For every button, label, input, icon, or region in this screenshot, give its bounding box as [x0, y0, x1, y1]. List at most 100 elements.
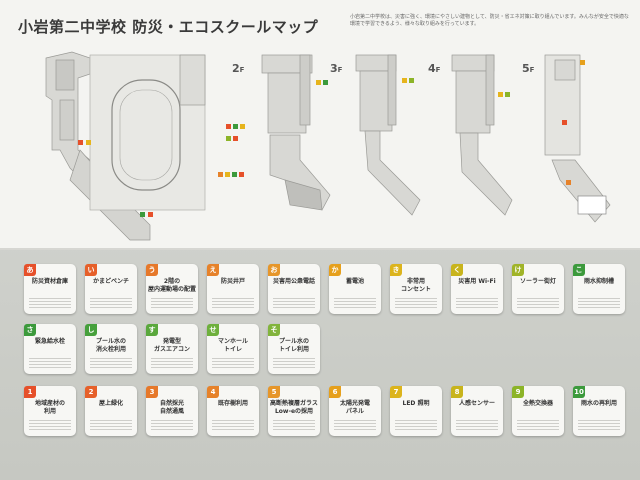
- card-description-lines: [517, 298, 559, 308]
- card-description-lines: [578, 298, 620, 308]
- card-badge: け: [512, 264, 524, 276]
- floor-2-plan: [261, 54, 331, 211]
- card-label: 発電型 ガスエアコン: [153, 338, 190, 353]
- map-markers: [78, 60, 585, 217]
- card-description-lines: [517, 420, 559, 430]
- card-label: 全熱交換器: [522, 400, 553, 407]
- card-label: 蓄電池: [345, 278, 364, 285]
- card-label: LED 照明: [402, 400, 430, 407]
- disaster-card-disaster_row2-2: す発電型 ガスエアコン: [146, 324, 198, 374]
- card-description-lines: [334, 298, 376, 308]
- card-description-lines: [90, 298, 132, 308]
- card-badge: う: [146, 264, 158, 276]
- card-label: 雨水抑制槽: [583, 278, 614, 285]
- card-badge: く: [451, 264, 463, 276]
- eco-card-eco_row-4: 5 高断熱複層ガラス Low-eの採用: [268, 386, 320, 436]
- card-description-lines: [395, 420, 437, 430]
- card-badge: 6: [329, 386, 341, 398]
- card-description-lines: [29, 358, 71, 368]
- card-label: かまどベンチ: [92, 278, 129, 285]
- card-badge: い: [85, 264, 97, 276]
- card-description-lines: [334, 420, 376, 430]
- card-badge: あ: [24, 264, 36, 276]
- card-description-lines: [151, 420, 193, 430]
- card-badge: 8: [451, 386, 463, 398]
- card-label: 災害用 Wi-Fi: [458, 278, 496, 285]
- disaster-card-disaster_row1-1: いかまどベンチ: [85, 264, 137, 314]
- card-description-lines: [273, 420, 315, 430]
- disaster-card-disaster_row1-3: え防災井戸: [207, 264, 259, 314]
- floor-label-3: 3F: [330, 62, 343, 75]
- card-label: 防災資材倉庫: [31, 278, 68, 285]
- card-badge: こ: [573, 264, 585, 276]
- map-board: 小岩第二中学校 防災・エコスクールマップ 小岩第二中学校は、災害に強く、環境にや…: [0, 0, 640, 250]
- floor-3-plan: [355, 54, 421, 216]
- card-label: ソーラー街灯: [519, 278, 556, 285]
- card-label: 人感センサー: [458, 400, 495, 407]
- card-description-lines: [29, 420, 71, 430]
- school-map: [45, 51, 611, 241]
- card-description-lines: [212, 420, 254, 430]
- card-badge: 10: [573, 386, 585, 398]
- card-badge: 7: [390, 386, 402, 398]
- card-label: 防災井戸: [220, 278, 245, 285]
- card-label: 2階の 屋内運動場の配置: [148, 278, 197, 293]
- card-badge: 2: [85, 386, 97, 398]
- card-description-lines: [273, 358, 315, 368]
- card-badge: そ: [268, 324, 280, 336]
- card-badge: 3: [146, 386, 158, 398]
- disaster-card-disaster_row1-9: こ雨水抑制槽: [573, 264, 625, 314]
- eco-card-eco_row-9: 10 雨水の再利用: [573, 386, 625, 436]
- card-label: 非常用 コンセント: [400, 278, 431, 293]
- card-description-lines: [151, 358, 193, 368]
- disaster-card-disaster_row1-6: き非常用 コンセント: [390, 264, 442, 314]
- eco-card-eco_row-5: 6 太陽光発電 パネル: [329, 386, 381, 436]
- floor-label-2: 2F: [232, 62, 245, 75]
- intro-text: 小岩第二中学校は、災害に強く、環境にやさしい建物として、防災・省エネ対策に取り組…: [350, 14, 629, 27]
- card-description-lines: [212, 298, 254, 308]
- disaster-card-disaster_row1-8: けソーラー街灯: [512, 264, 564, 314]
- disaster-card-disaster_row1-4: お災害用公衆電話: [268, 264, 320, 314]
- card-label: 地域産材の 利用: [34, 400, 65, 415]
- card-label: 高断熱複層ガラス Low-eの採用: [270, 400, 318, 415]
- card-label: 災害用公衆電話: [272, 278, 315, 285]
- card-badge: お: [268, 264, 280, 276]
- disaster-card-disaster_row1-0: あ防災資材倉庫: [24, 264, 76, 314]
- card-badge: し: [85, 324, 97, 336]
- card-badge: せ: [207, 324, 219, 336]
- card-badge: 5: [268, 386, 280, 398]
- disaster-card-disaster_row2-0: さ緊急給水栓: [24, 324, 76, 374]
- card-description-lines: [90, 358, 132, 368]
- card-badge: え: [207, 264, 219, 276]
- card-label: プール水の トイレ利用: [278, 338, 309, 353]
- card-description-lines: [456, 420, 498, 430]
- card-label: 自然採光 自然通風: [159, 400, 184, 415]
- eco-card-eco_row-7: 8 人感センサー: [451, 386, 503, 436]
- floor-label-5: 5F: [522, 62, 535, 75]
- floor-label-4: 4F: [428, 62, 441, 75]
- floor-1-plan: [45, 51, 206, 241]
- eco-card-eco_row-0: 1 地域産材の 利用: [24, 386, 76, 436]
- card-label: 雨水の再利用: [580, 400, 617, 407]
- card-description-lines: [90, 420, 132, 430]
- card-description-lines: [456, 298, 498, 308]
- card-label: マンホール トイレ: [217, 338, 248, 353]
- card-badge: 4: [207, 386, 219, 398]
- card-badge: 1: [24, 386, 36, 398]
- floor-4-plan: [451, 54, 513, 216]
- card-description-lines: [395, 298, 437, 308]
- card-label: 太陽光発電 パネル: [339, 400, 370, 415]
- card-label: 屋上緑化: [98, 400, 123, 407]
- card-description-lines: [578, 420, 620, 430]
- card-description-lines: [151, 298, 193, 308]
- card-label: 緊急給水栓: [34, 338, 65, 345]
- disaster-card-disaster_row1-5: か蓄電池: [329, 264, 381, 314]
- disaster-card-disaster_row2-3: せマンホール トイレ: [207, 324, 259, 374]
- card-description-lines: [212, 358, 254, 368]
- card-label: プール水の 消火栓利用: [95, 338, 126, 353]
